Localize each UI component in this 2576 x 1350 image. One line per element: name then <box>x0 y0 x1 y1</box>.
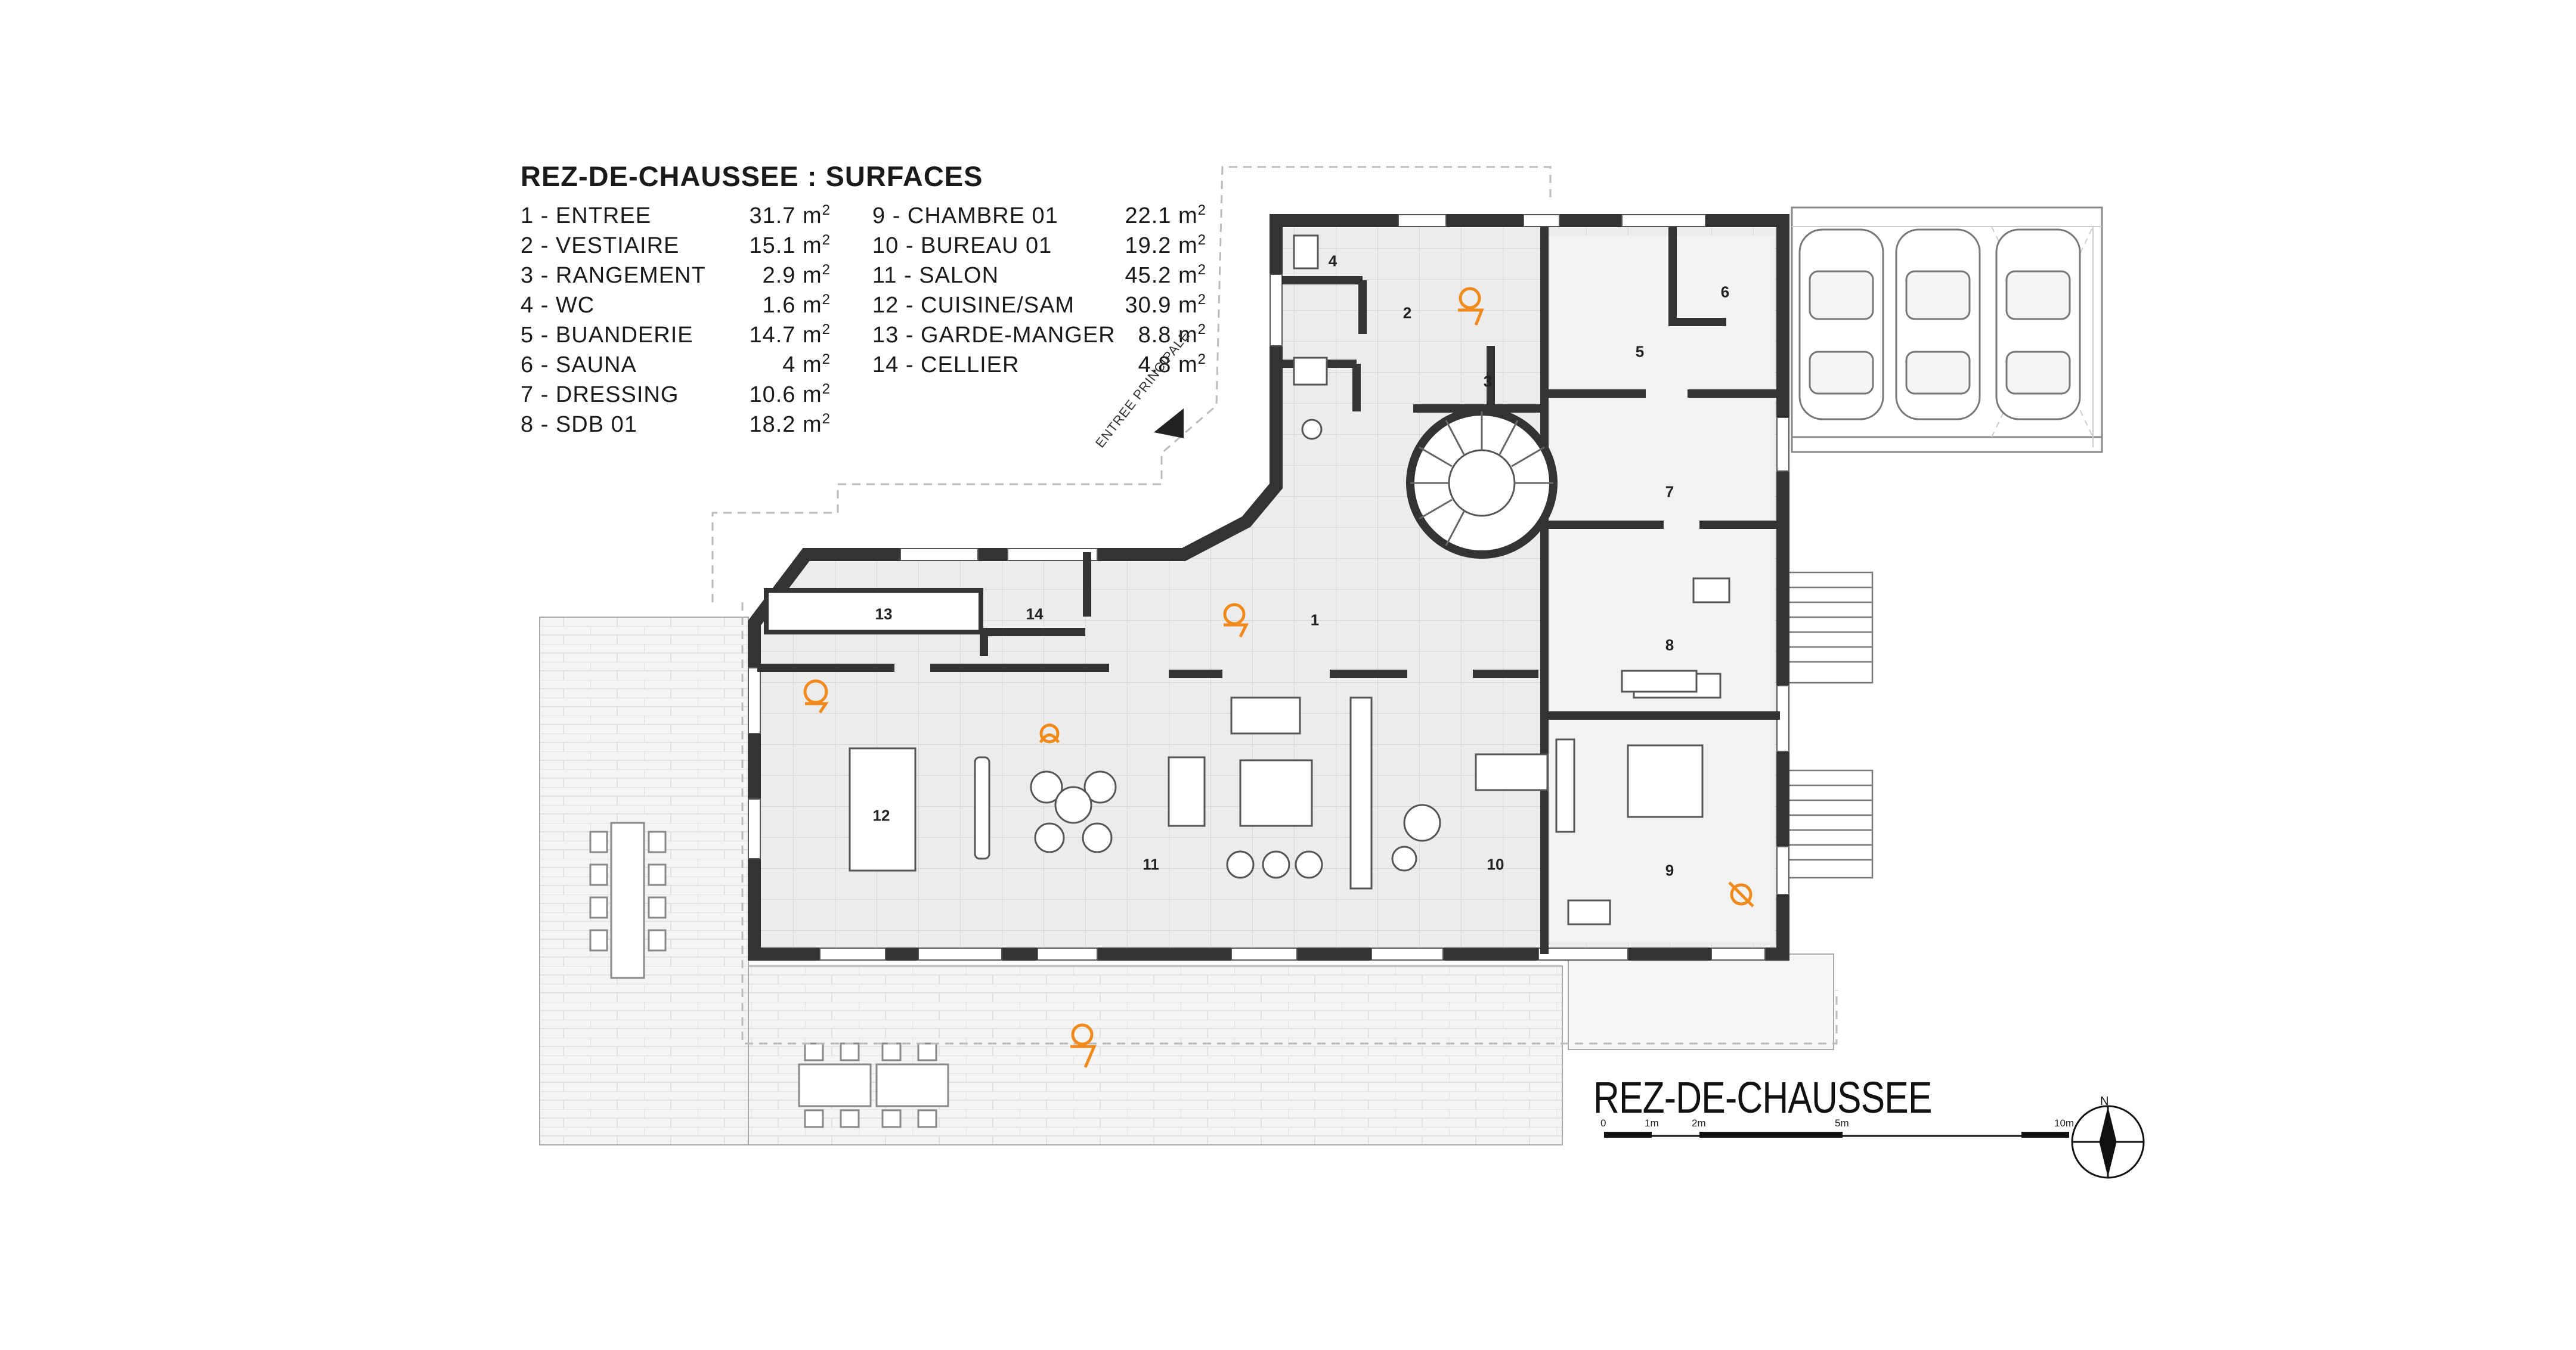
compass-icon <box>2071 1105 2145 1179</box>
legend-item: 7 - DRESSING 10.6 m2 <box>521 380 831 410</box>
furniture <box>849 673 1722 890</box>
unit-exponent: 2 <box>1197 232 1206 248</box>
legend-item-label: 14 - CELLIER <box>872 352 1020 377</box>
legend-item: 10 - BUREAU 01 19.2 m2 <box>872 231 1206 261</box>
legend-item-label: 13 - GARDE-MANGER <box>872 323 1116 348</box>
room-number: 3 <box>1483 372 1493 391</box>
room-number: 5 <box>1635 342 1645 361</box>
legend-item-value: 4 m <box>782 352 822 377</box>
legend-item-label: 2 - VESTIAIRE <box>521 233 680 258</box>
unit-exponent: 2 <box>1197 292 1206 308</box>
legend-item: 9 - CHAMBRE 01 22.1 m2 <box>872 201 1206 231</box>
scale-label: 10m <box>2054 1117 2075 1129</box>
scale-bar <box>1604 1132 2069 1138</box>
room-number: 9 <box>1665 861 1674 880</box>
legend-item-value: 45.2 m <box>1125 263 1198 288</box>
legend-item-label: 1 - ENTREE <box>521 203 652 228</box>
legend-item-value: 2.9 m <box>762 263 822 288</box>
legend-item-value: 15.1 m <box>749 233 822 258</box>
room-number: 11 <box>1143 855 1159 874</box>
room-number: 2 <box>1402 304 1412 322</box>
legend-item: 1 - ENTREE 31.7 m2 <box>521 201 831 231</box>
east-steps <box>1782 571 1874 879</box>
unit-exponent: 2 <box>1197 262 1206 278</box>
legend-item-value: 30.9 m <box>1125 293 1198 318</box>
legend-item: 12 - CUISINE/SAM 30.9 m2 <box>872 290 1206 320</box>
legend-item-label: 4 - WC <box>521 293 595 318</box>
room-number: 6 <box>1720 283 1730 301</box>
outdoor-table-west <box>589 822 667 979</box>
legend-item-value: 1.6 m <box>762 293 822 318</box>
legend-item-label: 3 - RANGEMENT <box>521 263 706 288</box>
entrance-arrow-icon <box>1154 408 1184 438</box>
person-figures <box>803 287 1754 1068</box>
legend-item: 11 - SALON 45.2 m2 <box>872 261 1206 290</box>
legend-item-label: 6 - SAUNA <box>521 352 637 377</box>
scale-label: 1m <box>1645 1117 1659 1129</box>
scale-label: 5m <box>1835 1117 1849 1129</box>
legend-item-value: 8.8 m <box>1138 323 1198 348</box>
legend-item: 8 - SDB 01 18.2 m2 <box>521 410 831 439</box>
room-number: 1 <box>1310 611 1320 629</box>
windows <box>748 214 1789 961</box>
spiral-staircase <box>1406 407 1558 559</box>
outdoor-tables-south <box>798 1042 949 1128</box>
unit-exponent: 2 <box>822 262 831 278</box>
room-number: 10 <box>1487 855 1504 874</box>
scale-label: 2m <box>1692 1117 1706 1129</box>
compass-north-label: N <box>2100 1095 2109 1108</box>
plan-title: REZ-DE-CHAUSSEE <box>1593 1073 1932 1122</box>
unit-exponent: 2 <box>822 411 831 427</box>
legend-item-value: 31.7 m <box>749 203 822 228</box>
car-1 <box>1798 228 1884 420</box>
legend-item-label: 9 - CHAMBRE 01 <box>872 203 1058 228</box>
legend-item: 2 - VESTIAIRE 15.1 m2 <box>521 231 831 261</box>
room-number: 7 <box>1665 482 1674 501</box>
unit-exponent: 2 <box>822 292 831 308</box>
legend-item-value: 22.1 m <box>1125 203 1198 228</box>
kitchen-counter <box>764 552 1091 634</box>
legend-item-value: 19.2 m <box>1125 233 1198 258</box>
legend-item: 4 - WC 1.6 m2 <box>521 290 831 320</box>
legend-item-label: 7 - DRESSING <box>521 382 679 407</box>
legend-item-value: 4.8 m <box>1138 352 1198 377</box>
legend-item-label: 12 - CUISINE/SAM <box>872 293 1075 318</box>
room-number: 8 <box>1665 636 1674 654</box>
unit-exponent: 2 <box>822 232 831 248</box>
legend-item: 5 - BUANDERIE 14.7 m2 <box>521 320 831 350</box>
legend-item: 6 - SAUNA 4 m2 <box>521 350 831 380</box>
unit-exponent: 2 <box>822 381 831 397</box>
unit-exponent: 2 <box>822 351 831 367</box>
legend-item-value: 18.2 m <box>749 412 822 437</box>
legend-item-value: 14.7 m <box>749 323 822 348</box>
roof-outline <box>711 166 1838 1045</box>
legend-item-label: 8 - SDB 01 <box>521 412 637 437</box>
room-number: 12 <box>872 806 890 825</box>
surfaces-legend: REZ-DE-CHAUSSEE : SURFACES 1 - ENTREE 31.… <box>521 160 1236 451</box>
legend-item: 13 - GARDE-MANGER 8.8 m2 <box>872 320 1206 350</box>
car-2 <box>1895 228 1981 420</box>
room-number: 4 <box>1328 252 1337 270</box>
unit-exponent: 2 <box>822 202 831 218</box>
scale-label: 0 <box>1600 1117 1606 1129</box>
legend-item: 3 - RANGEMENT 2.9 m2 <box>521 261 831 290</box>
legend-item-label: 10 - BUREAU 01 <box>872 233 1052 258</box>
room-number: 13 <box>875 605 893 623</box>
legend-item-label: 11 - SALON <box>872 263 999 288</box>
unit-exponent: 2 <box>1197 202 1206 218</box>
legend-title: REZ-DE-CHAUSSEE : SURFACES <box>521 160 983 192</box>
room-number: 14 <box>1026 605 1044 623</box>
unit-exponent: 2 <box>822 321 831 338</box>
car-3 <box>1995 228 2081 420</box>
legend-item: 14 - CELLIER 4.8 m2 <box>872 350 1206 380</box>
unit-exponent: 2 <box>1197 321 1206 338</box>
bath-fixtures <box>1293 234 1730 925</box>
unit-exponent: 2 <box>1197 351 1206 367</box>
interior-walls <box>757 227 1780 954</box>
legend-item-value: 10.6 m <box>749 382 822 407</box>
legend-item-label: 5 - BUANDERIE <box>521 323 693 348</box>
